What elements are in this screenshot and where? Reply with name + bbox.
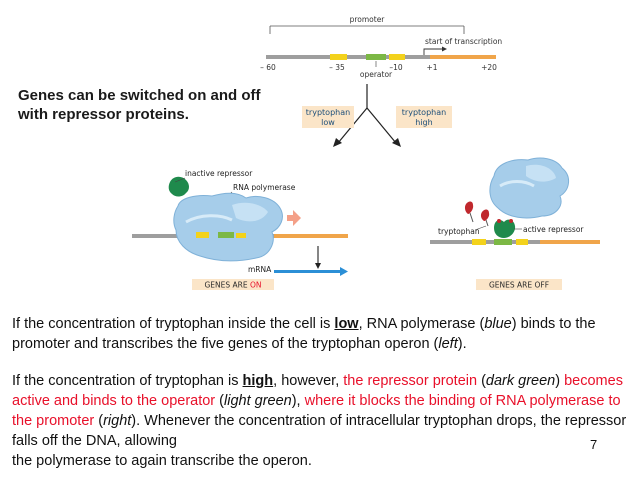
position-plus-1: +1 xyxy=(426,63,437,72)
p2-red-repressor: the repressor protein xyxy=(343,373,478,389)
p1-low-emphasis: low xyxy=(334,316,359,332)
active-repressor-icon xyxy=(494,219,516,238)
down-arrow-head-icon xyxy=(315,263,321,269)
p1-text-1: If the concentration of tryptophan insid… xyxy=(12,316,335,332)
p2-text-3: ( xyxy=(477,373,486,389)
p2-red-blocks-binding: where it blocks the binding of RNA polym… xyxy=(12,393,621,429)
svg-text:GENES ARE OFF: GENES ARE OFF xyxy=(489,281,549,290)
inactive-repressor-pointer xyxy=(174,177,186,183)
p2-light-green-italic: light green xyxy=(224,393,292,409)
tryptophan-molecules-icon xyxy=(464,201,490,227)
active-repressor-label: active repressor xyxy=(523,225,584,234)
p2-text-5: ( xyxy=(215,393,224,409)
genes-off-badge: GENES ARE OFF xyxy=(476,279,562,290)
paragraph-high-tryptophan: If the concentration of tryptophan is hi… xyxy=(12,371,630,471)
position-plus-20: +20 xyxy=(481,63,497,72)
svg-text:tryptophan: tryptophan xyxy=(402,108,446,117)
p1-text-2: , RNA polymerase ( xyxy=(358,316,485,332)
svg-text:tryptophan: tryptophan xyxy=(306,108,350,117)
mrna-label: mRNA xyxy=(248,265,272,274)
position-minus-10: –10 xyxy=(389,63,403,72)
p1-left-italic: left xyxy=(438,336,458,352)
start-of-transcription-label: start of transcription xyxy=(425,37,502,46)
free-rna-polymerase-icon xyxy=(489,157,569,219)
p2-dark-green-italic: dark green xyxy=(485,373,556,389)
svg-text:high: high xyxy=(415,118,432,127)
tryptophan-label: tryptophan xyxy=(438,227,480,236)
operator-label: operator xyxy=(360,70,393,79)
p2-right-italic: right xyxy=(103,413,132,429)
p1-text-3: ) binds to the promoter and transcribes … xyxy=(12,316,596,352)
p2-text-7: ( xyxy=(94,413,104,429)
page-number: 7 xyxy=(590,437,598,452)
tryptophan-low-box: tryptophan low xyxy=(302,106,354,128)
tryptophan-high-box: tryptophan high xyxy=(396,106,452,128)
inactive-repressor-icon xyxy=(168,176,189,197)
start-arrow-icon xyxy=(423,48,442,57)
tryptophan-pointer xyxy=(474,225,487,231)
right-dna-strand xyxy=(430,239,600,245)
p1-text-4: ). xyxy=(457,336,467,352)
promoter-label: promoter xyxy=(350,15,386,24)
position-minus-60: – 60 xyxy=(260,63,276,72)
svg-text:GENES ARE ON: GENES ARE ON xyxy=(204,281,261,290)
headline-line-2: with repressor proteins. xyxy=(18,106,189,123)
trp-operon-diagram: promoter start of transcription – 60 – 3… xyxy=(132,15,600,290)
p1-blue-italic: blue xyxy=(484,316,512,332)
inactive-repressor-label: inactive repressor xyxy=(185,169,253,178)
position-minus-35: – 35 xyxy=(329,63,345,72)
p2-text-1: If the concentration of tryptophan is xyxy=(12,373,243,389)
p2-text-8: ). Whenever the concentration of intrace… xyxy=(12,413,627,449)
p2-high-emphasis: high xyxy=(242,373,274,389)
headline-line-1: Genes can be switched on and off xyxy=(18,87,261,104)
mrna-strand xyxy=(274,267,348,276)
top-dna-strand xyxy=(266,54,496,60)
p2-red-binds-operator: becomes active and binds to the operator xyxy=(12,373,623,409)
start-arrow-head-icon xyxy=(442,46,447,52)
headline: Genes can be switched on and off with re… xyxy=(18,86,298,124)
paragraph-low-tryptophan: If the concentration of tryptophan insid… xyxy=(12,314,630,354)
p2-text-4: ) xyxy=(555,373,565,389)
p2-text-6: ), xyxy=(291,393,305,409)
svg-text:low: low xyxy=(321,118,335,127)
transcription-arrow-icon xyxy=(287,210,301,226)
rna-polymerase-label: RNA polymerase xyxy=(233,183,296,192)
arrow-right-head-icon xyxy=(392,138,401,147)
promoter-bracket xyxy=(269,25,465,34)
rna-polymerase-icon xyxy=(173,192,283,262)
genes-on-badge: GENES ARE ON xyxy=(192,279,274,290)
p2-text-9: the polymerase to again transcribe the o… xyxy=(12,453,312,469)
p2-text-2: , however, xyxy=(273,373,344,389)
arrow-left-head-icon xyxy=(333,138,342,147)
